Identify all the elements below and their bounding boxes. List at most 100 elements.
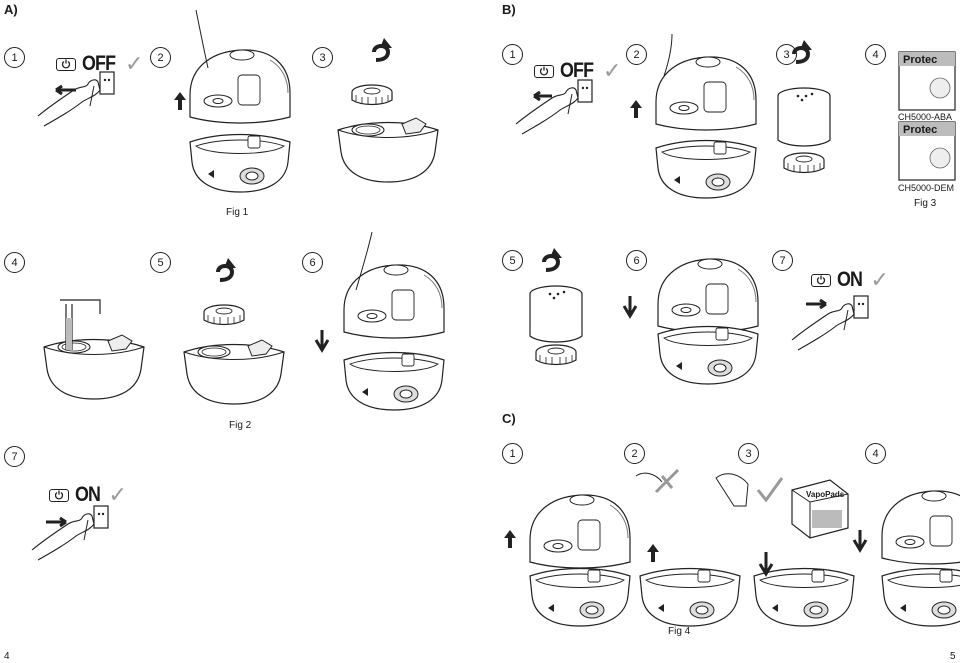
check-icon: ✓ [108,482,127,507]
plug-hand-illustration [37,71,115,127]
figure-caption: Fig 1 [226,207,249,218]
step-number: 3 [312,47,333,68]
arrow-up-icon [174,92,186,110]
base-illustration [529,567,631,627]
protec-code-2: CH5000-DEM [898,183,955,193]
step-number: 2 [624,443,645,464]
filter-cartridge-illustration [529,285,583,343]
hand-illustration [635,472,663,483]
rotate-arrow-icon [216,256,238,282]
vapopads-box [791,479,849,539]
water-stream [66,318,72,350]
section-a-label: A) [4,2,18,17]
step-number: 4 [4,252,25,273]
vapopads-label: VapoPads [806,490,845,499]
step-number: 1 [502,443,523,464]
base-illustration [881,567,960,627]
protec-brand-1: Protec [903,54,938,66]
step-number: 6 [302,252,323,273]
rotate-arrow-icon [792,38,814,64]
switch-off-label: OFF [560,59,594,82]
rotate-arrow-icon [372,36,394,62]
power-icon [534,64,554,78]
plug-hand-illustration [515,79,593,135]
arrow-down-icon [314,330,330,353]
tank-illustration [343,264,445,339]
step-number: 3 [738,443,759,464]
power-on-indicator: ON ✓ [811,267,889,293]
switch-on-label: ON [837,268,863,291]
step-number: 2 [626,44,647,65]
arm-line [195,9,209,69]
power-off-indicator: OFF ✓ [56,51,143,77]
arrow-left-icon [533,90,552,102]
filter-cap-illustration [351,84,393,106]
check-icon: ✓ [603,58,622,83]
arrow-down-icon [852,530,868,553]
pad-hand-illustration [715,473,749,507]
tank-illustration [189,49,291,124]
figure-caption: Fig 2 [229,420,252,431]
base-illustration [657,325,759,385]
check-icon: ✓ [870,267,889,292]
basin-illustration [43,334,145,400]
step-number: 2 [150,47,171,68]
section-b-label: B) [502,2,516,17]
arrow-down-icon [622,296,638,319]
power-icon [811,273,831,287]
plug-hand-illustration [791,295,869,351]
page-number-left: 4 [4,651,10,662]
step-number: 5 [502,250,523,271]
cross-mark-icon [654,468,680,494]
arrow-up-icon [630,100,642,118]
filter-cartridge-illustration [777,87,831,147]
step-number: 7 [4,446,25,467]
base-illustration [189,133,291,193]
protec-code-1: CH5000-ABA [898,112,953,122]
tank-illustration [529,494,631,569]
power-icon [56,57,76,71]
arm-line [663,33,673,77]
base-illustration [655,139,757,199]
tank-illustration [655,56,757,131]
step-number: 6 [626,250,647,271]
figure-caption: Fig 3 [914,198,937,209]
step-number: 1 [4,47,25,68]
page-number-right: 5 [950,651,956,662]
filter-cap-illustration [203,304,245,326]
step-number: 3 [776,44,797,65]
basin-illustration [337,117,439,183]
protec-brand-2: Protec [903,124,938,136]
rotate-arrow-icon [542,246,564,272]
base-illustration [343,351,445,411]
arrow-up-icon [504,530,516,548]
figure-caption: Fig 4 [668,626,691,637]
arrow-left-icon [55,84,76,96]
switch-off-label: OFF [82,52,116,75]
protec-box-aba [898,51,956,111]
tank-illustration [657,258,759,333]
step-number: 4 [865,44,886,65]
power-off-indicator: OFF ✓ [534,58,621,84]
power-on-indicator: ON ✓ [49,482,127,508]
power-icon [49,488,69,502]
step-number: 1 [502,44,523,65]
arrow-up-icon [647,544,659,562]
step-number: 7 [772,250,793,271]
filter-cap-illustration [535,344,577,366]
arm-line [355,231,373,291]
step-number: 5 [150,252,171,273]
filter-cap-illustration [783,152,825,174]
protec-box-dem [898,121,956,181]
arrow-right-icon [806,298,827,310]
check-icon [756,477,784,503]
section-c-label: C) [502,411,516,426]
basin-illustration [183,339,285,405]
plug-hand-illustration [31,505,109,561]
arrow-right-icon [46,516,67,528]
tank-illustration [881,490,960,565]
switch-on-label: ON [75,483,101,506]
step-number: 4 [865,443,886,464]
check-icon: ✓ [125,51,144,76]
